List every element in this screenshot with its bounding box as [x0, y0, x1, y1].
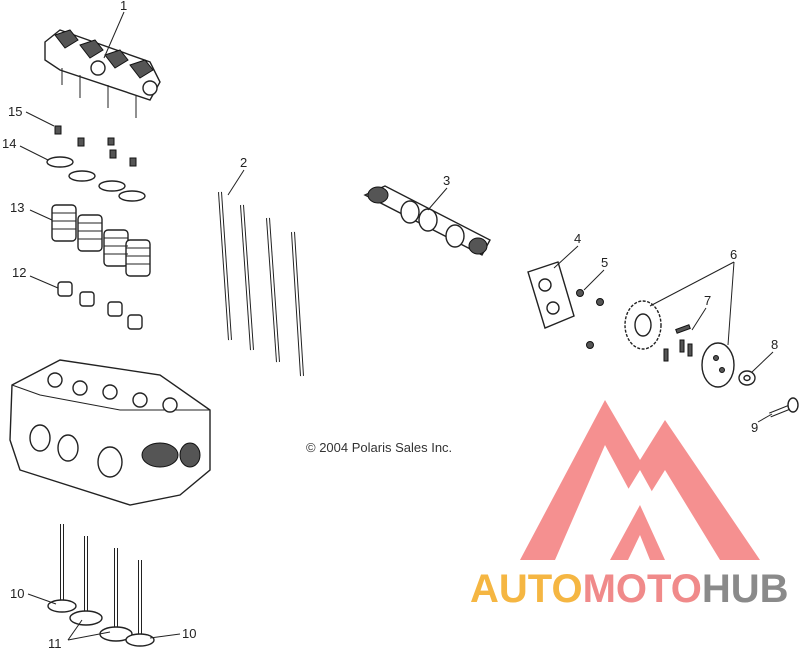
leader-lines	[19, 11, 774, 641]
callout-5: 5	[601, 255, 608, 270]
callout-14: 14	[2, 136, 16, 151]
callout-3: 3	[443, 173, 450, 188]
copyright-notice: © 2004 Polaris Sales Inc.	[306, 440, 452, 455]
washer	[738, 370, 756, 386]
cam-gear	[624, 300, 735, 388]
spring-retainers	[46, 156, 146, 202]
callout-10-right: 10	[182, 626, 196, 641]
callout-2: 2	[240, 155, 247, 170]
callout-4: 4	[574, 231, 581, 246]
cylinder-head	[9, 359, 211, 506]
callout-10-left: 10	[10, 586, 24, 601]
callout-labels: 1 2 3 4 5 6 7 8 9 10 10 11 12 13 14 15	[2, 0, 778, 651]
plate-screws	[576, 289, 604, 349]
callout-15: 15	[8, 104, 22, 119]
callout-9: 9	[751, 420, 758, 435]
camshaft	[363, 185, 491, 256]
callout-8: 8	[771, 337, 778, 352]
callout-1: 1	[120, 0, 127, 13]
automotohub-logo-mark	[520, 400, 760, 560]
callout-13: 13	[10, 200, 24, 215]
callout-11: 11	[48, 636, 62, 651]
rocker-arm-assembly	[44, 29, 161, 118]
cam-plate	[527, 261, 575, 329]
valve-springs	[51, 204, 151, 277]
watermark-auto: AUTO	[470, 567, 583, 611]
watermark-text: AUTOMOTOHUB	[470, 567, 789, 611]
gear-pins	[663, 324, 693, 362]
valve-stem-seals	[57, 281, 143, 330]
callout-12: 12	[12, 265, 26, 280]
gear-bolt	[769, 397, 799, 418]
callout-6: 6	[730, 247, 737, 262]
push-rods	[218, 191, 304, 377]
watermark-moto: MOTO	[583, 567, 702, 611]
callout-7: 7	[704, 293, 711, 308]
valve-keepers	[54, 125, 137, 167]
valves	[47, 524, 155, 647]
watermark-hub: HUB	[702, 567, 789, 611]
